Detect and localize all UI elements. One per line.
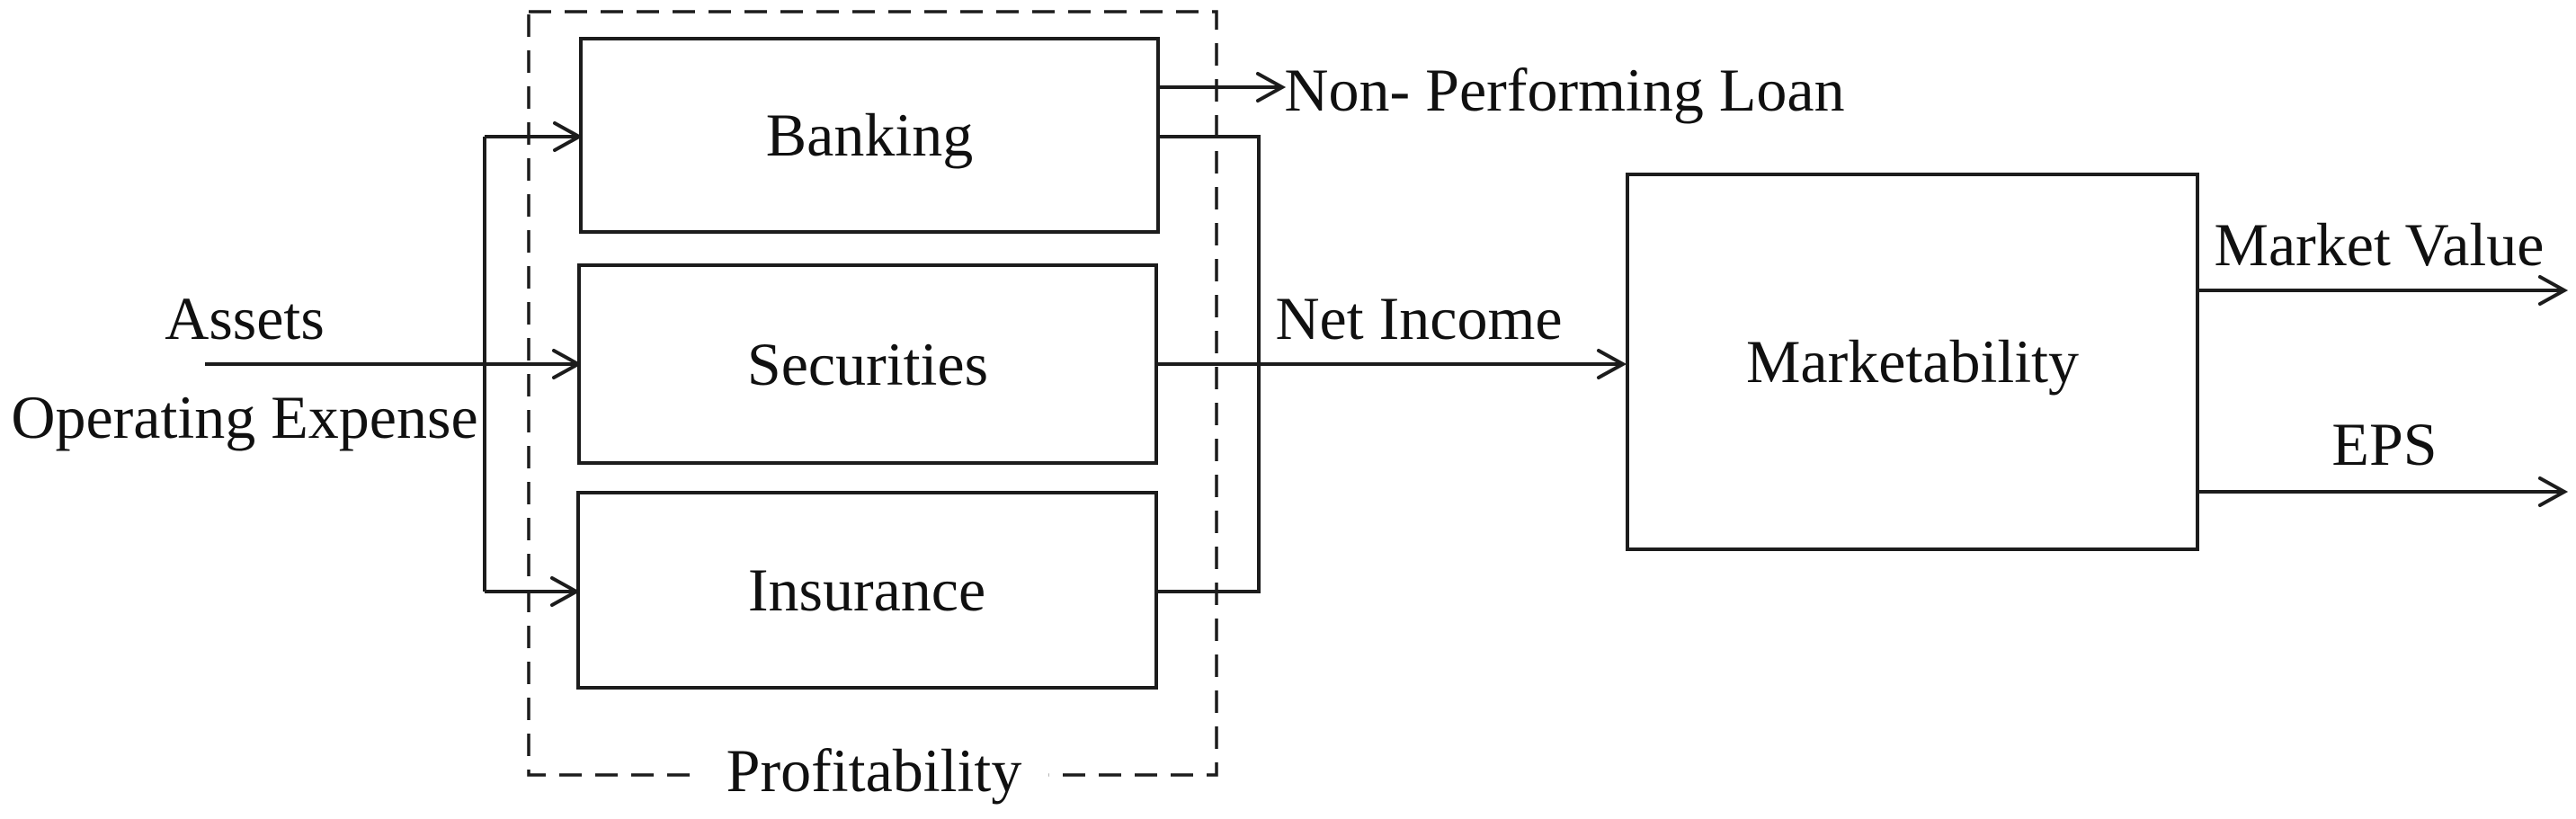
insurance-box-label: Insurance: [747, 556, 986, 624]
eps-label: EPS: [2331, 410, 2438, 478]
market-value-label: Market Value: [2214, 210, 2545, 279]
non-performing-loan-label: Non- Performing Loan: [1284, 56, 1845, 124]
marketability-box: [1626, 173, 2199, 551]
banking-box: [579, 37, 1160, 234]
net-income-label: Net Income: [1275, 284, 1563, 352]
insurance-box: [576, 491, 1158, 690]
marketability-box-label: Marketability: [1745, 327, 2080, 396]
assets-label: Assets: [165, 284, 325, 352]
banking-box-label: Banking: [765, 101, 974, 169]
operating-expense-label: Operating Expense: [11, 383, 478, 451]
securities-box-label: Securities: [746, 330, 989, 398]
profitability-group-border: [527, 10, 1218, 777]
profitability-group-label: Profitability: [699, 736, 1049, 805]
securities-box: [577, 263, 1158, 465]
